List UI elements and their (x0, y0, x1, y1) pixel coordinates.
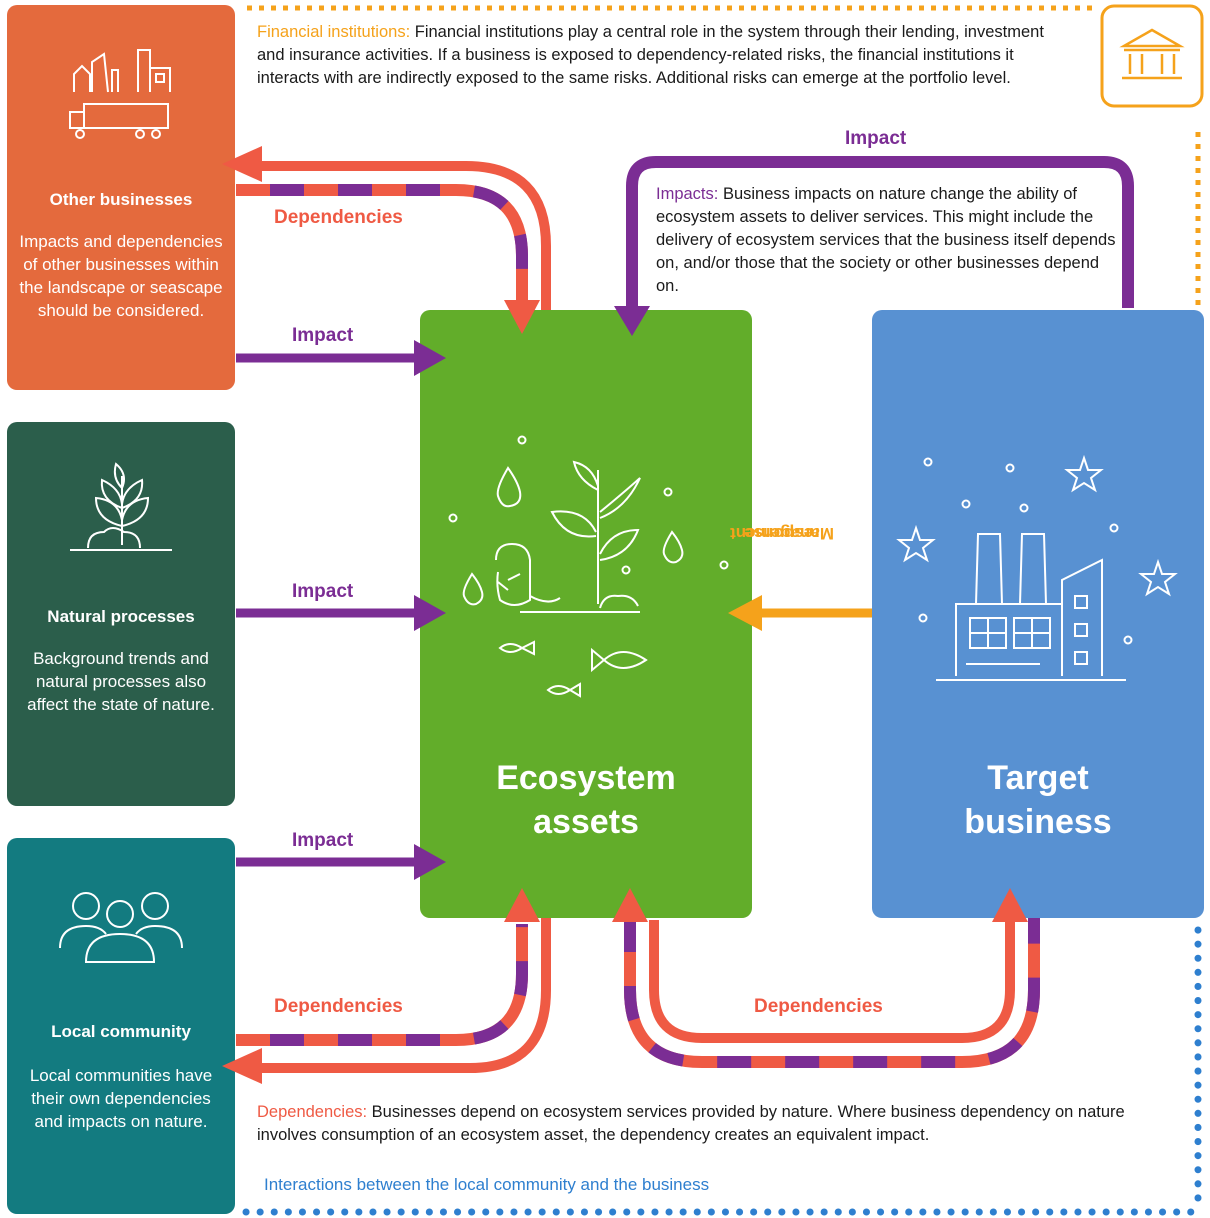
plant-sprout-icon (70, 462, 172, 551)
other-businesses-box (7, 5, 235, 390)
dependencies-local-red (258, 918, 551, 1073)
dependencies-local-label: Dependencies (274, 996, 403, 1017)
other-businesses-title: Other businesses (49, 190, 193, 209)
local-community-description: Local communities have their own depende… (29, 1066, 213, 1131)
bank-building-icon (1100, 4, 1204, 108)
impact-top-label: Impact (845, 128, 907, 149)
natural-processes-description: Background trends and natural processes … (27, 649, 215, 714)
dependencies-local-arrowhead-left (222, 1048, 262, 1084)
dependencies-target-label: Dependencies (754, 996, 883, 1017)
impact-natural-label: Impact (292, 581, 354, 602)
target-business-title-line2: business (964, 803, 1112, 841)
impacts-text: Business impacts on nature change the ab… (656, 185, 1116, 295)
dependencies-target-dashed (624, 918, 1040, 1068)
impact-local-arrowhead (414, 844, 446, 880)
local-community-box (7, 838, 235, 1214)
management-response-arrowhead (728, 595, 762, 631)
financial-institutions-keyword: Financial institutions: (257, 23, 411, 41)
ecosystem-assets-title: Ecosystem assets (420, 756, 752, 844)
target-business-title-line1: Target (987, 759, 1089, 797)
dependencies-local-dashed (236, 924, 528, 1046)
dependencies-other-arrowhead-left (222, 146, 262, 182)
target-business-title: Target business (872, 756, 1204, 844)
impact-other-arrowhead (414, 340, 446, 376)
dependencies-other-arrowhead-down (504, 300, 540, 334)
ecosystem-assets-box (420, 310, 752, 918)
dependencies-other-dashed-purple (236, 184, 528, 300)
natural-processes-title: Natural processes (47, 607, 195, 626)
industry-transport-icon (69, 49, 171, 139)
dependencies-local-arrowhead-up (504, 888, 540, 922)
dependencies-other-red (258, 161, 551, 310)
beaver-plant-fish-icon (448, 435, 729, 698)
financial-institutions-note: Financial institutions: Financial instit… (257, 21, 1057, 90)
ecosystem-assets-title-line2: assets (533, 803, 639, 841)
impact-local-label: Impact (292, 830, 354, 851)
dependencies-target-red (649, 920, 1015, 1043)
impact-loop-top (626, 156, 1134, 312)
people-group-icon (59, 892, 183, 963)
dependencies-note: Dependencies: Businesses depend on ecosy… (257, 1101, 1177, 1147)
footer-note: Interactions between the local community… (264, 1175, 710, 1194)
ecosystem-assets-title-line1: Ecosystem (496, 759, 676, 797)
local-community-title: Local community (51, 1022, 191, 1041)
impact-natural-arrowhead (414, 595, 446, 631)
dependencies-text: Businesses depend on ecosystem services … (257, 1103, 1125, 1144)
dependencies-other-label: Dependencies (274, 207, 403, 228)
impact-other-label: Impact (292, 325, 354, 346)
dependencies-local-dashed-purple (236, 924, 528, 1046)
impacts-note: Impacts: Business impacts on nature chan… (656, 183, 1126, 298)
impacts-keyword: Impacts: (656, 185, 719, 203)
dependencies-target-arrowhead-left (612, 888, 648, 922)
factory-icon (896, 454, 1178, 681)
impact-loop-top-arrowhead (614, 306, 650, 336)
target-business-box (872, 310, 1204, 918)
management-response-line2: response (744, 524, 820, 543)
dependencies-target-arrowhead-right (992, 888, 1028, 922)
other-businesses-description: Impacts and dependencies of other busine… (19, 232, 223, 320)
dependencies-keyword: Dependencies: (257, 1103, 368, 1121)
financial-institutions-text: Financial institutions play a central ro… (257, 23, 1044, 87)
natural-processes-box (7, 422, 235, 806)
